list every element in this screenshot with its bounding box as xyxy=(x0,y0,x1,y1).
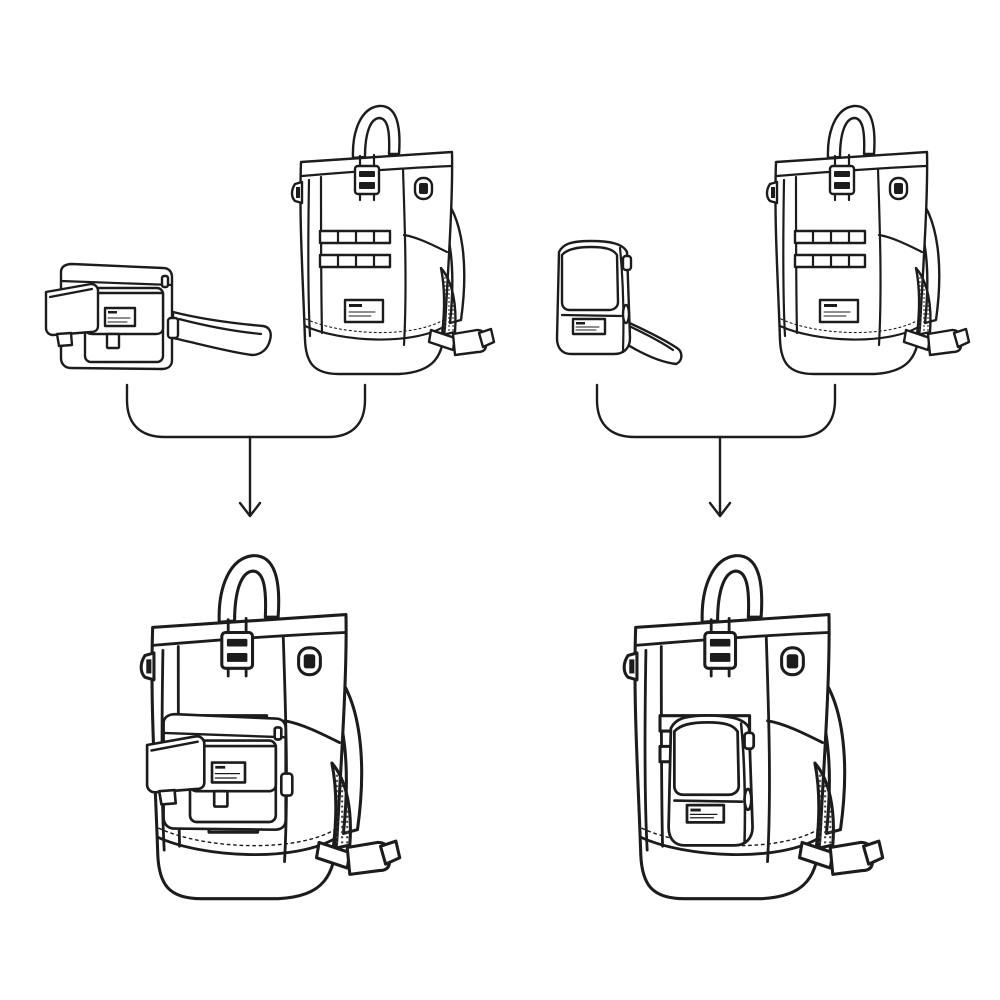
top-right-pouch xyxy=(555,239,683,366)
top-left-shoulder-bag xyxy=(44,262,272,371)
connector-right xyxy=(595,383,837,518)
combined-backpack-shoulder-bag xyxy=(139,554,402,901)
backpack-top-right xyxy=(765,104,971,376)
shoulder-bag-strap-top-left xyxy=(171,310,272,357)
attached-pouch xyxy=(667,714,756,847)
bracket-left xyxy=(125,383,367,439)
arrow-down-icon-right xyxy=(708,501,732,518)
backpack-bottom-right xyxy=(622,554,885,901)
attached-shoulder-bag xyxy=(145,712,294,832)
backpack-top-left xyxy=(290,104,496,376)
combined-backpack-pouch xyxy=(622,554,885,901)
arrow-down-icon-left xyxy=(238,501,262,518)
pouch-strap-top-right xyxy=(621,318,683,366)
pouch-top-right xyxy=(555,239,633,356)
bracket-right xyxy=(595,383,837,439)
shoulder-bag-top-left xyxy=(44,262,180,371)
connector-left xyxy=(125,383,367,518)
